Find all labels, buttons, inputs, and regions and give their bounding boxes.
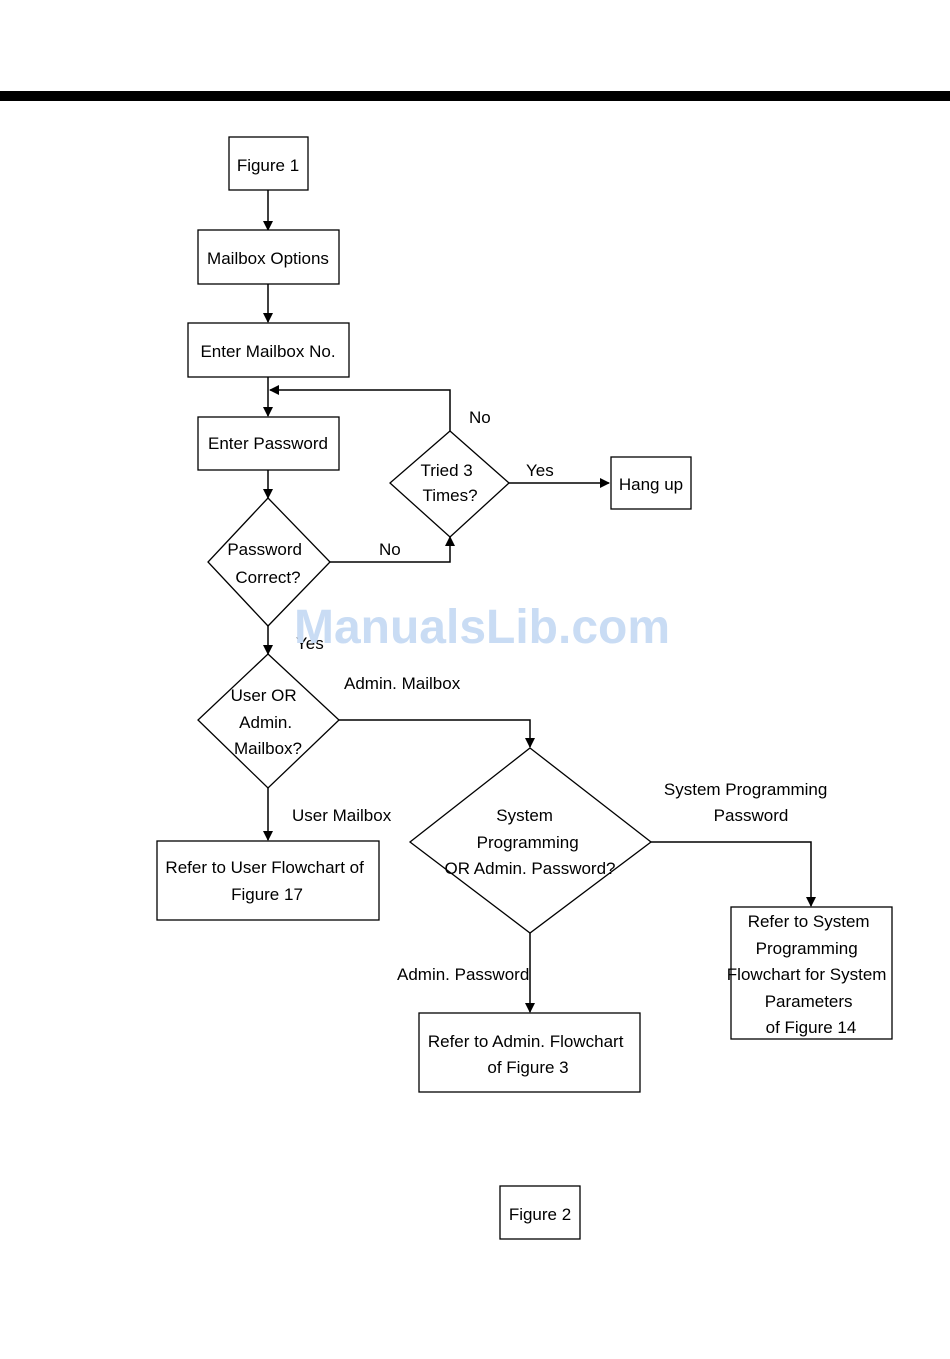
figure-2-label: Figure 2	[509, 1205, 571, 1224]
user-flowchart-box: Refer to User Flowchart of Figure 17	[156, 840, 380, 921]
header-bar	[0, 91, 950, 101]
mailbox-options-label: Mailbox Options	[207, 249, 329, 268]
figure-2-box: Figure 2	[499, 1185, 581, 1240]
edge-label-password-yes: Yes	[296, 634, 324, 653]
arrow-admin-mailbox	[339, 719, 535, 748]
system-flowchart-box: Refer to System Programming Flowchart fo…	[727, 906, 893, 1040]
tried-3-times-decision: Tried 3 Times?	[389, 430, 510, 538]
connectors	[263, 190, 816, 1013]
user-or-admin-decision: User OR Admin. Mailbox?	[197, 653, 340, 789]
hang-up-box: Hang up	[610, 456, 692, 510]
watermark: ManualsLib.com	[294, 601, 670, 654]
edge-label-tried-no: No	[469, 408, 491, 427]
user-flowchart-label: Refer to User Flowchart of Figure 17	[165, 858, 368, 904]
user-or-admin-label: User OR Admin. Mailbox?	[231, 686, 302, 758]
enter-password-box: Enter Password	[197, 416, 340, 471]
system-or-admin-decision: System Programming OR Admin. Password?	[408, 747, 653, 934]
enter-mailbox-label: Enter Mailbox No.	[200, 342, 335, 361]
figure-1-label: Figure 1	[237, 156, 299, 175]
enter-password-label: Enter Password	[208, 434, 328, 453]
password-correct-decision: Password Correct?	[207, 497, 331, 627]
password-correct-label: Password Correct?	[227, 540, 306, 587]
arrow-password-no-to-tried3	[330, 536, 455, 563]
arrow-sys-prog-password	[651, 841, 816, 907]
edge-label-password-no: No	[379, 540, 401, 559]
system-flowchart-label: Refer to System Programming Flowchart fo…	[727, 912, 891, 1037]
edge-label-tried-yes: Yes	[526, 461, 554, 480]
edge-label-admin-password: Admin. Password	[397, 965, 529, 984]
figure-1-box: Figure 1	[228, 136, 309, 191]
edge-label-user-mailbox: User Mailbox	[292, 806, 392, 825]
edge-label-sys-prog-password: System Programming Password	[664, 780, 832, 825]
enter-mailbox-box: Enter Mailbox No.	[187, 322, 350, 378]
tried-3-times-label: Tried 3 Times?	[420, 461, 477, 505]
hang-up-label: Hang up	[619, 475, 683, 494]
arrow-tried3-no-loop	[269, 385, 451, 431]
admin-flowchart-box: Refer to Admin. Flowchart of Figure 3	[418, 1012, 641, 1093]
admin-flowchart-label: Refer to Admin. Flowchart of Figure 3	[428, 1032, 628, 1077]
system-or-admin-label: System Programming OR Admin. Password?	[444, 806, 615, 878]
mailbox-options-box: Mailbox Options	[197, 229, 340, 285]
edge-label-admin-mailbox: Admin. Mailbox	[344, 674, 461, 693]
